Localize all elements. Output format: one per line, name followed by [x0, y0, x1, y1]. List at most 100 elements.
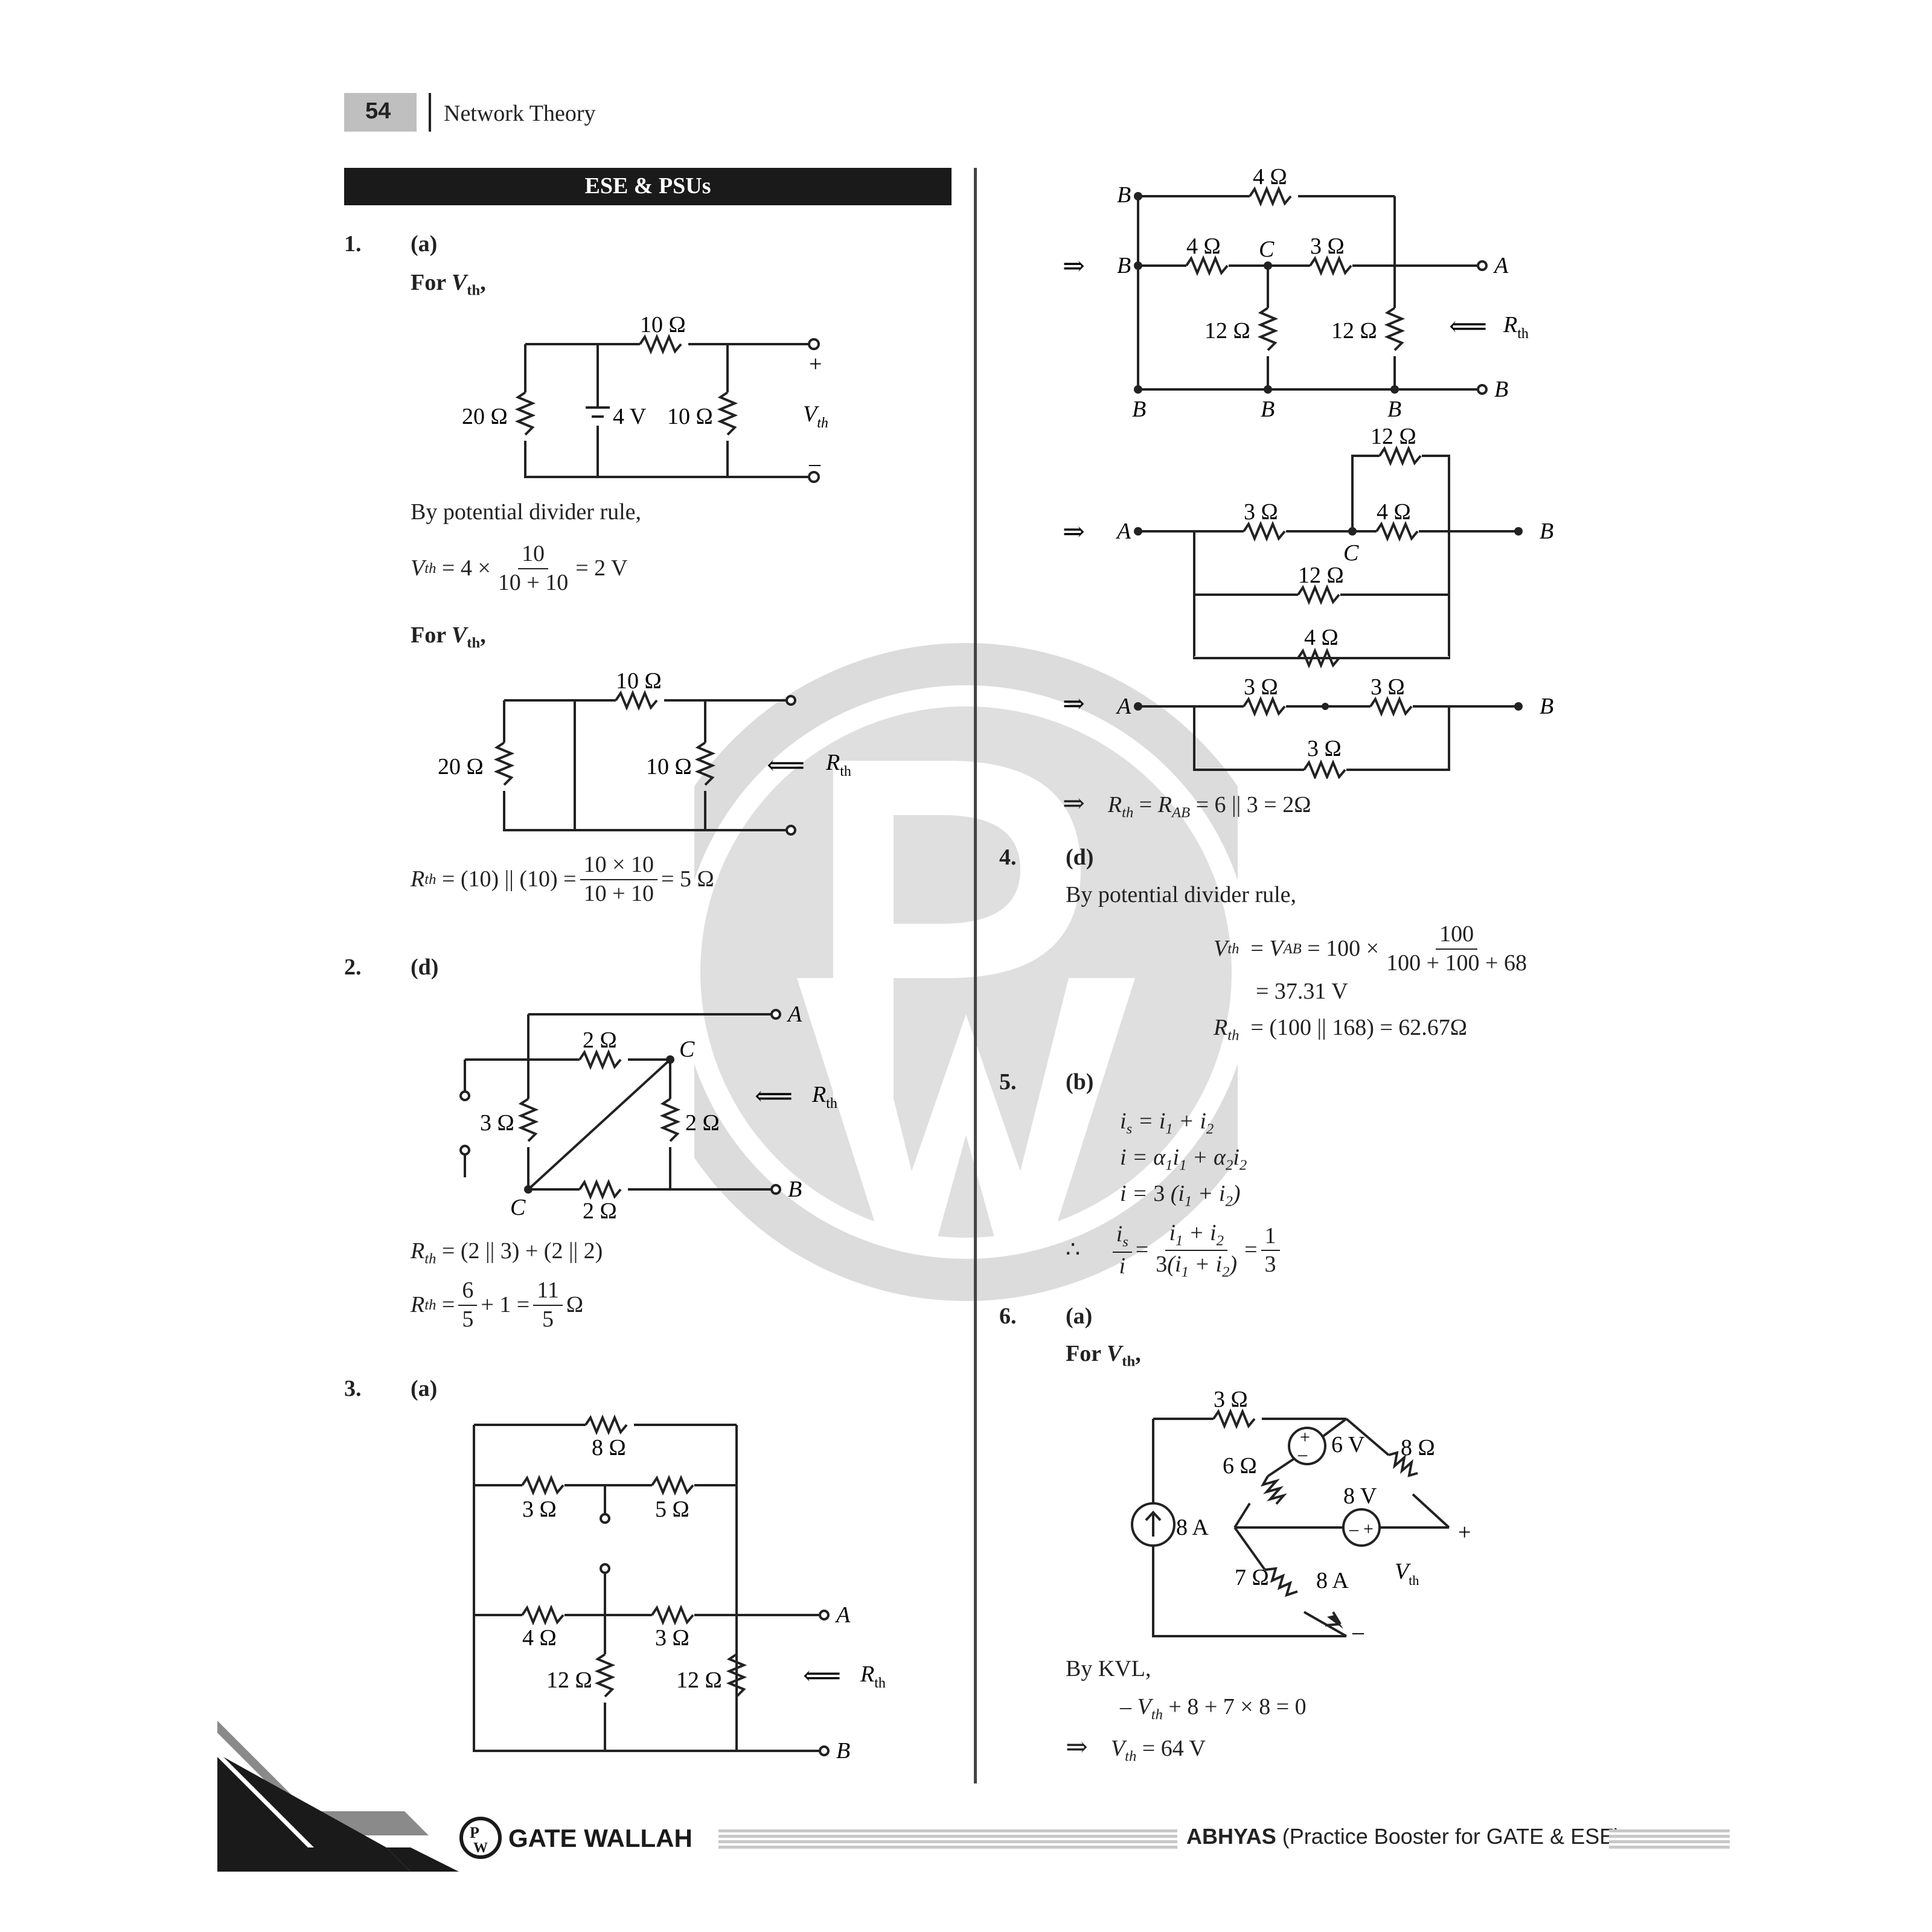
svg-text:A: A: [1115, 519, 1131, 544]
footer-book-title: ABHYAS (Practice Booster for GATE & ESE): [1186, 1824, 1622, 1849]
footer-stripes-left: [718, 1829, 1177, 1850]
svg-text:2 Ω: 2 Ω: [583, 1028, 617, 1053]
svg-text:A: A: [1492, 253, 1509, 278]
svg-text:B: B: [1117, 253, 1131, 278]
q3-circuit-3: ⇒ A B C 12 Ω 3 Ω 4 Ω 12 Ω 4 Ω: [1063, 424, 1553, 669]
svg-text:3 Ω: 3 Ω: [480, 1110, 514, 1136]
svg-text:⟸: ⟸: [803, 1661, 841, 1690]
svg-text:⟸: ⟸: [767, 750, 805, 780]
svg-text:C: C: [510, 1195, 526, 1220]
footer-decoration: [217, 1721, 459, 1872]
svg-text:6 Ω: 6 Ω: [1223, 1453, 1257, 1479]
q4-rule: By potential divider rule,: [1066, 882, 1297, 907]
svg-text:2 Ω: 2 Ω: [583, 1198, 617, 1224]
svg-text:⟸: ⟸: [755, 1081, 793, 1111]
svg-text:Rth: Rth: [811, 1082, 837, 1112]
svg-text:3 Ω: 3 Ω: [1214, 1387, 1248, 1412]
q1-for-vth-1: For Vth,: [411, 270, 486, 299]
svg-text:B: B: [1117, 182, 1131, 208]
svg-text:12 Ω: 12 Ω: [676, 1668, 722, 1693]
svg-text:–: –: [1352, 1619, 1364, 1642]
svg-text:P: P: [470, 1824, 479, 1841]
svg-text:4 Ω: 4 Ω: [1186, 234, 1221, 259]
q1c1-r-left: 20 Ω: [462, 404, 508, 429]
header-divider: [429, 93, 431, 132]
gate-wallah-logo-icon: P W: [459, 1817, 502, 1859]
svg-text:⇒: ⇒: [1063, 689, 1085, 718]
svg-text:3 Ω: 3 Ω: [522, 1497, 557, 1522]
q1c1-r-top: 10 Ω: [640, 312, 686, 337]
q1-circuit-rth: 10 Ω 20 Ω 10 Ω ⟸ Rth: [438, 668, 851, 836]
svg-text:A: A: [1115, 694, 1131, 719]
footer-stripes-right: [1609, 1829, 1730, 1850]
svg-text:⟸: ⟸: [1449, 312, 1487, 341]
svg-text:8 V: 8 V: [1343, 1483, 1377, 1509]
q1c1-src: 4 V: [613, 404, 647, 429]
svg-text:20 Ω: 20 Ω: [438, 754, 484, 779]
svg-text:⇒: ⇒: [1063, 517, 1085, 546]
svg-text:3 Ω: 3 Ω: [1244, 499, 1278, 525]
svg-text:Vth: Vth: [1395, 1559, 1419, 1588]
svg-text:8 Ω: 8 Ω: [592, 1435, 626, 1460]
svg-text:3 Ω: 3 Ω: [1310, 234, 1345, 259]
svg-text:B: B: [836, 1738, 850, 1763]
svg-text:3 Ω: 3 Ω: [1307, 736, 1342, 761]
q5-number: 5.: [999, 1069, 1017, 1095]
q5-eq2: i = α1i1 + α2i2: [1120, 1145, 1247, 1174]
svg-text:B: B: [1387, 397, 1401, 422]
svg-text:B: B: [1261, 397, 1275, 422]
q6-for-vth: For Vth,: [1066, 1341, 1141, 1370]
q6-number: 6.: [999, 1303, 1017, 1329]
svg-text:10 Ω: 10 Ω: [616, 668, 662, 694]
svg-text:3 Ω: 3 Ω: [655, 1625, 689, 1651]
q4-eq2: = 37.31 V: [1256, 979, 1348, 1004]
q4-number: 4.: [999, 845, 1017, 870]
svg-text:+: +: [1300, 1427, 1310, 1447]
svg-text:8 Ω: 8 Ω: [1401, 1435, 1435, 1460]
page-number: 54: [365, 98, 391, 124]
q1c1-plus: +: [809, 351, 822, 377]
section-title: ESE & PSUs: [584, 173, 711, 199]
q2-circuit: 2 Ω 3 Ω 2 Ω 2 Ω A B C C ⟸ Rth: [459, 1002, 837, 1224]
q1c1-minus: –: [808, 451, 821, 476]
svg-text:–: –: [1349, 1519, 1359, 1539]
q3-circuit-2: ⇒ 4 Ω 4 Ω 3 Ω 12 Ω 12 Ω C A B B B B B B …: [1063, 164, 1529, 422]
svg-text:B: B: [1494, 377, 1508, 402]
svg-text:C: C: [1343, 540, 1359, 566]
q6-kvl: By KVL,: [1066, 1656, 1151, 1681]
svg-text:8 A: 8 A: [1316, 1568, 1349, 1593]
q1-for-vth-2: For Vth,: [411, 622, 486, 651]
q5-eq1: is = i1 + i2: [1120, 1108, 1214, 1137]
svg-text:B: B: [1540, 694, 1553, 719]
q1-circuit-vth: 10 Ω 20 Ω 4 V 10 Ω + – RVth: [462, 312, 828, 483]
svg-text:+: +: [1458, 1520, 1471, 1545]
q1-rule: By potential divider rule,: [411, 499, 642, 525]
q6-answer: (a): [1066, 1303, 1093, 1329]
svg-text:B: B: [788, 1177, 802, 1202]
q5-eq3: i = 3 (i1 + i2): [1120, 1181, 1241, 1210]
svg-text:⇒: ⇒: [1063, 251, 1085, 281]
q6-result: ⇒ Vth = 64 V: [1066, 1732, 1206, 1765]
svg-text:W: W: [473, 1840, 488, 1856]
svg-text:7 Ω: 7 Ω: [1235, 1565, 1269, 1590]
q1-answer: (a): [411, 231, 438, 257]
svg-text:4 Ω: 4 Ω: [1253, 164, 1287, 190]
svg-text:Rth: Rth: [825, 750, 851, 779]
svg-text:4 Ω: 4 Ω: [1377, 499, 1411, 525]
q5-answer: (b): [1066, 1069, 1094, 1095]
svg-text:4 Ω: 4 Ω: [522, 1625, 557, 1651]
svg-text:3 Ω: 3 Ω: [1244, 674, 1278, 700]
svg-text:4 Ω: 4 Ω: [1304, 625, 1339, 650]
svg-text:2 Ω: 2 Ω: [685, 1110, 720, 1136]
svg-text:Rth: Rth: [1503, 312, 1529, 342]
svg-text:8 A: 8 A: [1176, 1515, 1209, 1540]
q3-number: 3.: [344, 1376, 362, 1401]
q2-number: 2.: [344, 955, 362, 980]
q6-kvl-eq: – Vth + 8 + 7 × 8 = 0: [1120, 1694, 1307, 1723]
svg-text:A: A: [786, 1002, 802, 1027]
footer-brand: GATE WALLAH: [508, 1824, 693, 1852]
